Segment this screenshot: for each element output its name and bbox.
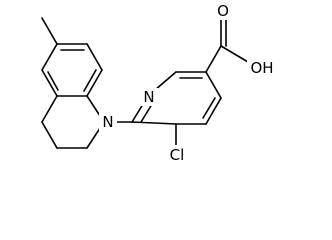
bond-pyr-c4-c3 [205, 97, 222, 125]
bond-c4a-c4 [41, 95, 58, 123]
cl-label-background [164, 145, 190, 165]
bond-c4-c3 [41, 121, 58, 149]
pyridine-nitrogen-label: N [143, 88, 154, 106]
amine-nitrogen-label: N [102, 113, 113, 131]
o-label-background [213, 2, 233, 20]
bond-c8-c8a [86, 69, 103, 97]
pyridine-n-label-background [140, 88, 158, 106]
bond-c5-c6 [41, 43, 58, 71]
bond-c5-carboxyl [205, 45, 222, 73]
methyl-bond [41, 17, 58, 45]
oh-label-background [247, 58, 277, 78]
chemical-structure: N N Cl O OH [41, 2, 277, 165]
hydroxyl-label: OH [250, 59, 273, 77]
n1-label-background [99, 113, 117, 131]
carbonyl-oxygen-label: O [217, 2, 229, 20]
bond-c4a-c5 [41, 69, 58, 97]
bond-pyr-c5-c4 [205, 71, 222, 99]
bond-c7-c8 [86, 43, 103, 71]
bond-pyr-c2-c3-ring [131, 121, 177, 125]
chlorine-label: Cl [170, 146, 185, 164]
bond-network [41, 14, 249, 149]
aromatic-inner-c4a-c5 [47, 71, 59, 91]
bond-carboxyl-oh [220, 45, 249, 63]
pyridine-inner-c4-c3 [202, 97, 216, 119]
aromatic-inner-c8-c8a [83, 69, 97, 92]
